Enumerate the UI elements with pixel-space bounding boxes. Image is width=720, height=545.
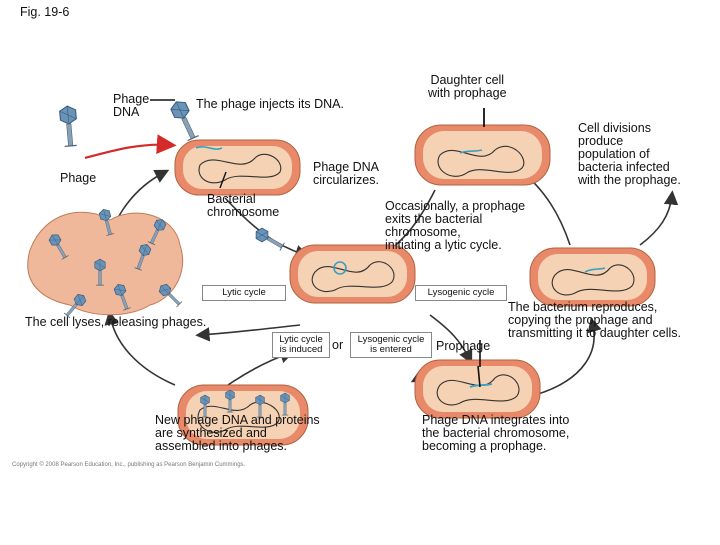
bacterium-daughter	[414, 124, 551, 186]
label-phage-dna-circularizes: Phage DNA circularizes.	[313, 160, 380, 187]
lytic-cycle-box: Lytic cycle	[202, 285, 286, 301]
label-phage-injects: The phage injects its DNA.	[196, 97, 344, 111]
label-cell-lyses: The cell lyses, releasing phages.	[25, 315, 207, 329]
chromosome-pointer	[219, 171, 227, 189]
label-phage-dna-integrates: Phage DNA integrates into the bacterial …	[422, 413, 570, 453]
arrow-lysogenic-branch	[429, 314, 473, 365]
bacterium-prophage	[414, 359, 541, 419]
bacterium-reproduce	[529, 247, 656, 307]
bacterium-circularize	[289, 244, 416, 304]
label-daughter-cell: Daughter cell with prophage	[428, 73, 507, 100]
injection-arrow	[84, 134, 177, 160]
arrow-to-reproduce	[534, 317, 602, 396]
label-phage: Phage	[60, 171, 97, 185]
label-occasionally: Occasionally, a prophage exits the bacte…	[385, 199, 526, 252]
lysed-bacterium	[27, 207, 184, 320]
copyright-notice: Copyright © 2008 Pearson Education, Inc.…	[12, 462, 246, 468]
label-new-phage-dna: New phage DNA and proteins are synthesiz…	[155, 413, 320, 453]
label-or: or	[332, 338, 344, 352]
label-bacterium-reproduces: The bacterium reproduces, copying the pr…	[508, 300, 681, 340]
arrow-lytic-branch	[195, 324, 301, 342]
arrow-to-lysis	[104, 310, 176, 386]
label-phage-dna: Phage DNA	[113, 92, 150, 119]
arrow-divisions-population	[639, 190, 679, 246]
label-bacterial-chromosome: Bacterial chromosome	[207, 192, 280, 219]
label-prophage: Prophage	[436, 339, 491, 353]
bacterium-synthesize	[177, 384, 309, 446]
lytic-induced-box: Lytic cycle is induced	[272, 332, 330, 358]
lysogenic-entered-box: Lysogenic cycle is entered	[350, 332, 432, 358]
lysogenic-cycle-box: Lysogenic cycle	[415, 285, 507, 301]
bacterium-inject	[174, 139, 301, 196]
figure-label: Fig. 19-6	[20, 5, 70, 19]
label-cell-divisions: Cell divisions produce population of bac…	[578, 121, 681, 187]
